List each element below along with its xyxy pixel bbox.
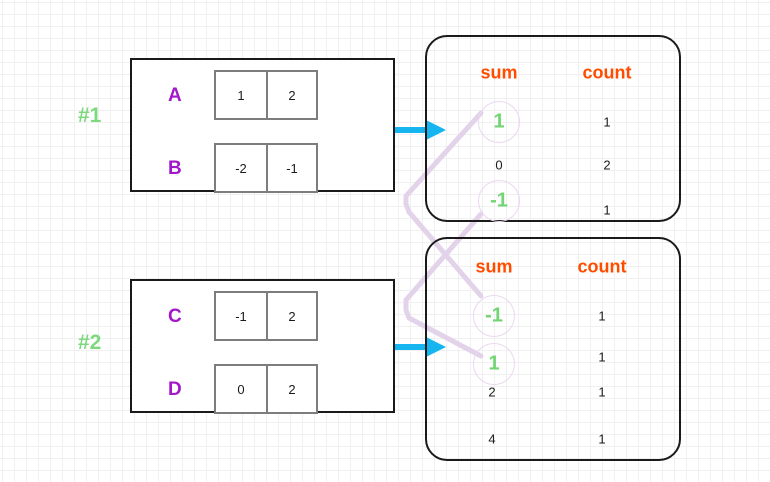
cell-d-1: 2 xyxy=(266,366,316,412)
panel-2-row-1-highlight-circle xyxy=(473,343,515,385)
group-label-1: #1 xyxy=(78,104,102,127)
panel-2-row-0-highlight-circle xyxy=(473,295,515,337)
cell-b-0: -2 xyxy=(235,160,247,176)
panel-1-row-1-count: 2 xyxy=(603,157,611,173)
aggregate-panel-2: sum count -1 1 1 1 2 1 4 1 xyxy=(425,237,681,461)
panel-1-row-2-sum: -1 xyxy=(490,189,508,212)
cell-b-1: -1 xyxy=(266,145,316,191)
panel-1-row-2-highlight-circle xyxy=(478,180,520,222)
panel-1-row-0-count: 1 xyxy=(603,114,611,130)
row-label-b: B xyxy=(168,158,182,179)
panel-2-row-0-sum: -1 xyxy=(485,304,503,327)
panel-2-row-0-count: 1 xyxy=(598,308,606,324)
cellpair-d: 0 2 xyxy=(214,364,318,414)
cellpair-c: -1 2 xyxy=(214,291,318,341)
panel-2-row-1-sum: 1 xyxy=(488,352,500,375)
cell-a-1: 2 xyxy=(266,72,316,118)
cell-c-1: 2 xyxy=(266,293,316,339)
panel-2-row-2-count: 1 xyxy=(598,384,606,400)
cell-d-0: 0 xyxy=(237,381,245,397)
panel-1-row-2-count: 1 xyxy=(603,202,611,218)
cellpair-b: -2 -1 xyxy=(214,143,318,193)
aggregate-panel-1: sum count 1 1 0 2 -1 1 xyxy=(425,35,681,222)
cell-a-0: 1 xyxy=(237,87,245,103)
panel-2-row-3-sum: 4 xyxy=(488,431,496,447)
panel-2-header-count: count xyxy=(577,256,627,277)
row-label-c: C xyxy=(168,306,182,327)
matrix-box-group-2: C -1 2 D 0 2 xyxy=(130,279,395,414)
panel-1-row-0-highlight-circle xyxy=(478,101,520,143)
panel-2-row-1-count: 1 xyxy=(598,349,606,365)
cell-c-0: -1 xyxy=(235,308,247,324)
matrix-box-group-1: A 1 2 B -2 -1 xyxy=(130,58,395,193)
group-label-2: #2 xyxy=(78,331,102,354)
row-label-a: A xyxy=(168,85,182,106)
panel-2-row-2-sum: 2 xyxy=(488,384,496,400)
row-label-d: D xyxy=(168,379,182,400)
panel-1-row-0-sum: 1 xyxy=(493,110,505,133)
panel-1-header-count: count xyxy=(582,62,632,83)
panel-1-row-1-sum: 0 xyxy=(495,157,503,173)
cellpair-a: 1 2 xyxy=(214,70,318,120)
panel-2-row-3-count: 1 xyxy=(598,431,606,447)
panel-1-header-sum: sum xyxy=(480,62,518,83)
panel-2-header-sum: sum xyxy=(475,256,513,277)
